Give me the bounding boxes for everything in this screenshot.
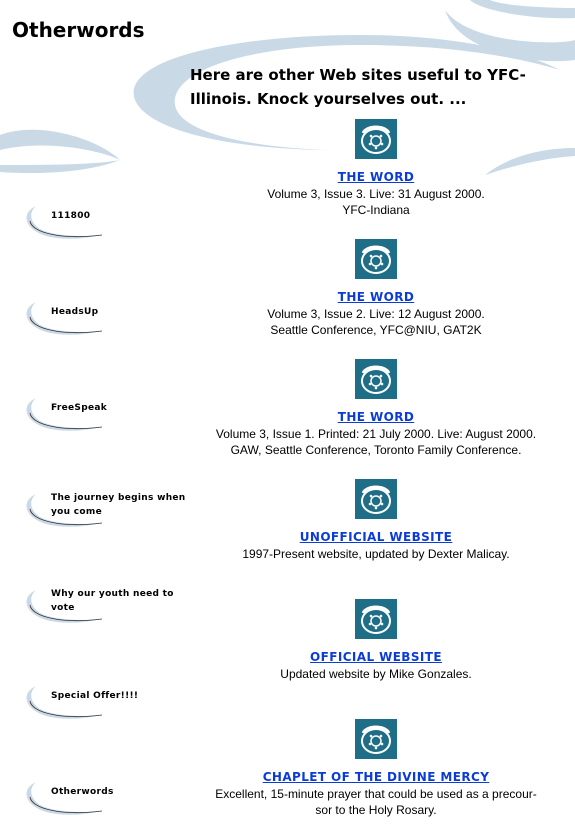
link-description: Volume 3, Issue 3. Live: 31 August 2000. xyxy=(267,187,485,201)
link-description: GAW, Seattle Conference, Toronto Family … xyxy=(230,443,522,457)
link-description: YFC-Indiana xyxy=(342,203,410,217)
link-description: Volume 3, Issue 1. Printed: 21 July 2000… xyxy=(215,427,537,441)
swoosh-icon xyxy=(26,398,103,431)
sidebar-item-label: The journey begins when you come xyxy=(51,493,186,517)
sidebar-item-label: HeadsUp xyxy=(51,307,99,317)
intro-text: Here are other Web sites useful to YFC-I… xyxy=(190,66,526,108)
sidebar-item-headsup[interactable]: HeadsUp xyxy=(22,299,182,341)
link-the-word-issue-1[interactable]: THE WORD xyxy=(337,410,415,424)
sidebar-item-special-offer[interactable]: Special Offer!!!! xyxy=(22,683,182,725)
link-entry: THE WORD Volume 3, Issue 3. Live: 31 Aug… xyxy=(190,119,562,218)
page-title: Otherwords xyxy=(12,18,145,42)
telephone-icon[interactable] xyxy=(355,599,397,639)
swoosh-icon xyxy=(26,206,103,239)
sidebar-item-111800[interactable]: 111800 xyxy=(22,203,182,245)
link-description: sor to the Holy Rosary. xyxy=(315,803,437,817)
sidebar-item-label: FreeSpeak xyxy=(51,403,108,413)
link-official-website[interactable]: OFFICIAL WEBSITE xyxy=(310,650,442,664)
link-description: Excellent, 15-minute prayer that could b… xyxy=(215,787,537,801)
telephone-icon[interactable] xyxy=(355,359,397,399)
link-entry: THE WORD Volume 3, Issue 2. Live: 12 Aug… xyxy=(190,239,562,338)
link-entry: CHAPLET OF THE DIVINE MERCY Excellent, 1… xyxy=(190,719,562,818)
link-entry: OFFICIAL WEBSITE Updated website by Mike… xyxy=(190,599,562,682)
telephone-icon[interactable] xyxy=(355,479,397,519)
sidebar-item-label: 111800 xyxy=(51,211,91,221)
sidebar-item-otherwords[interactable]: Otherwords xyxy=(22,779,182,821)
sidebar-item-freespeak[interactable]: FreeSpeak xyxy=(22,395,182,437)
sidebar-item-label: Otherwords xyxy=(51,787,114,797)
sidebar-item-youth-vote[interactable]: Why our youth need to vote xyxy=(22,587,182,629)
link-description: Updated website by Mike Gonzales. xyxy=(280,667,472,681)
sidebar-item-label: Why our youth need to vote xyxy=(51,589,174,613)
link-entry: UNOFFICIAL WEBSITE 1997-Present website,… xyxy=(190,479,562,562)
telephone-icon[interactable] xyxy=(355,239,397,279)
link-description: 1997-Present website, updated by Dexter … xyxy=(242,547,510,561)
sidebar-item-label: Special Offer!!!! xyxy=(51,691,139,701)
link-unofficial-website[interactable]: UNOFFICIAL WEBSITE xyxy=(299,530,453,544)
link-chaplet-divine-mercy[interactable]: CHAPLET OF THE DIVINE MERCY xyxy=(262,770,490,784)
swoosh-icon xyxy=(26,302,103,335)
link-description: Volume 3, Issue 2. Live: 12 August 2000. xyxy=(267,307,485,321)
telephone-icon[interactable] xyxy=(355,719,397,759)
swoosh-icon xyxy=(26,686,103,719)
swoosh-icon xyxy=(26,590,103,623)
link-entry: THE WORD Volume 3, Issue 1. Printed: 21 … xyxy=(190,359,562,458)
link-the-word-issue-3[interactable]: THE WORD xyxy=(337,170,415,184)
link-description: Seattle Conference, YFC@NIU, GAT2K xyxy=(270,323,482,337)
swoosh-icon xyxy=(26,782,103,815)
swoosh-icon xyxy=(26,494,103,527)
telephone-icon[interactable] xyxy=(355,119,397,159)
sidebar-item-journey[interactable]: The journey begins when you come xyxy=(22,491,185,533)
link-the-word-issue-2[interactable]: THE WORD xyxy=(337,290,415,304)
